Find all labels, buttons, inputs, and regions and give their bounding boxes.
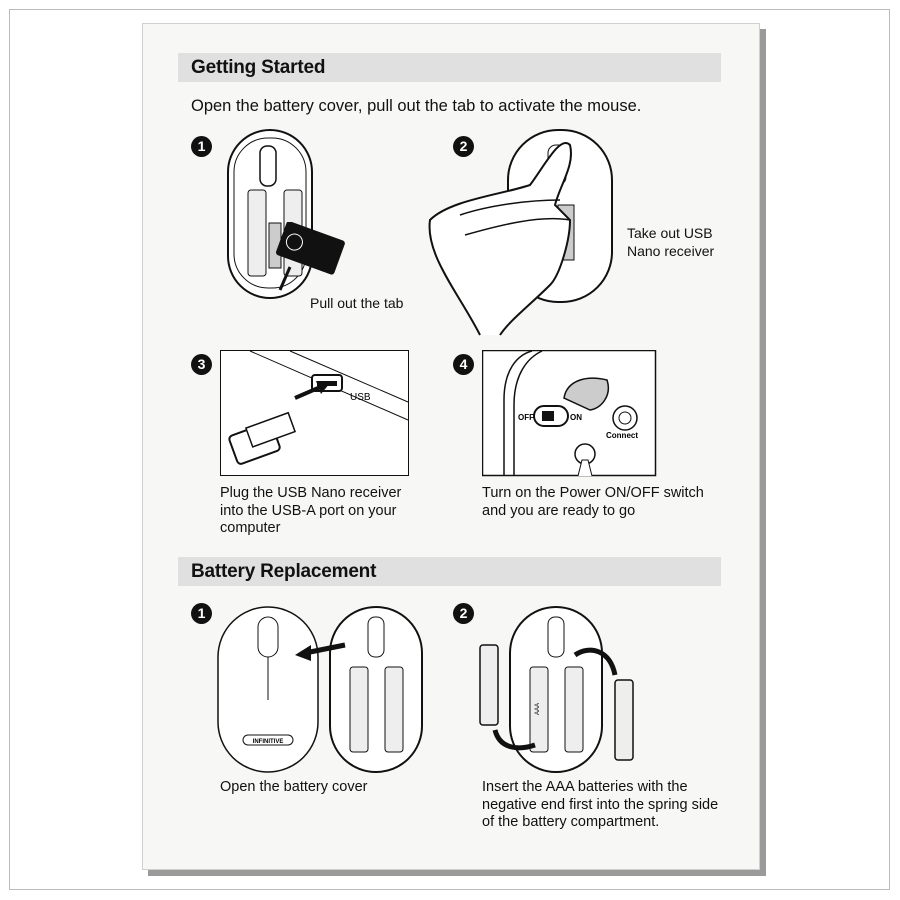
section-header-battery-replacement: Battery Replacement [178,557,721,586]
page-frame [9,9,890,890]
step-number: 2 [453,603,474,624]
battery-label: AAA [535,703,541,715]
off-label: OFF [518,413,534,422]
usb-label: USB [350,392,371,403]
step-caption: Plug the USB Nano receiver into the USB-… [220,485,402,536]
step-number: 1 [191,603,212,624]
step-number: 3 [191,354,212,375]
step-number: 2 [453,136,474,157]
hand-removing-receiver-illustration [428,129,613,336]
step-number: 1 [191,136,212,157]
step-caption: Insert the AAA batteries with the negati… [482,779,719,830]
on-label: ON [570,413,582,422]
intro-text: Open the battery cover, pull out the tab… [191,97,642,115]
section-header-getting-started: Getting Started [178,53,721,82]
brand-logo: INFINITIVE [253,739,284,745]
insert-batteries-illustration: AAA [479,606,634,773]
step-label: Pull out the tab [310,295,404,311]
step-label: Take out USB Nano receiver [627,225,715,259]
step-number: 4 [453,354,474,375]
power-switch-illustration: OFF ON Connect [482,350,657,477]
pull-tab-icon [275,222,345,291]
step-caption: Turn on the Power ON/OFF switch and you … [482,485,704,519]
usb-port-illustration: USB [220,350,409,476]
connect-label: Connect [606,431,638,440]
open-battery-cover-illustration: INFINITIVE [217,606,423,773]
step-caption: Open the battery cover [220,779,368,795]
